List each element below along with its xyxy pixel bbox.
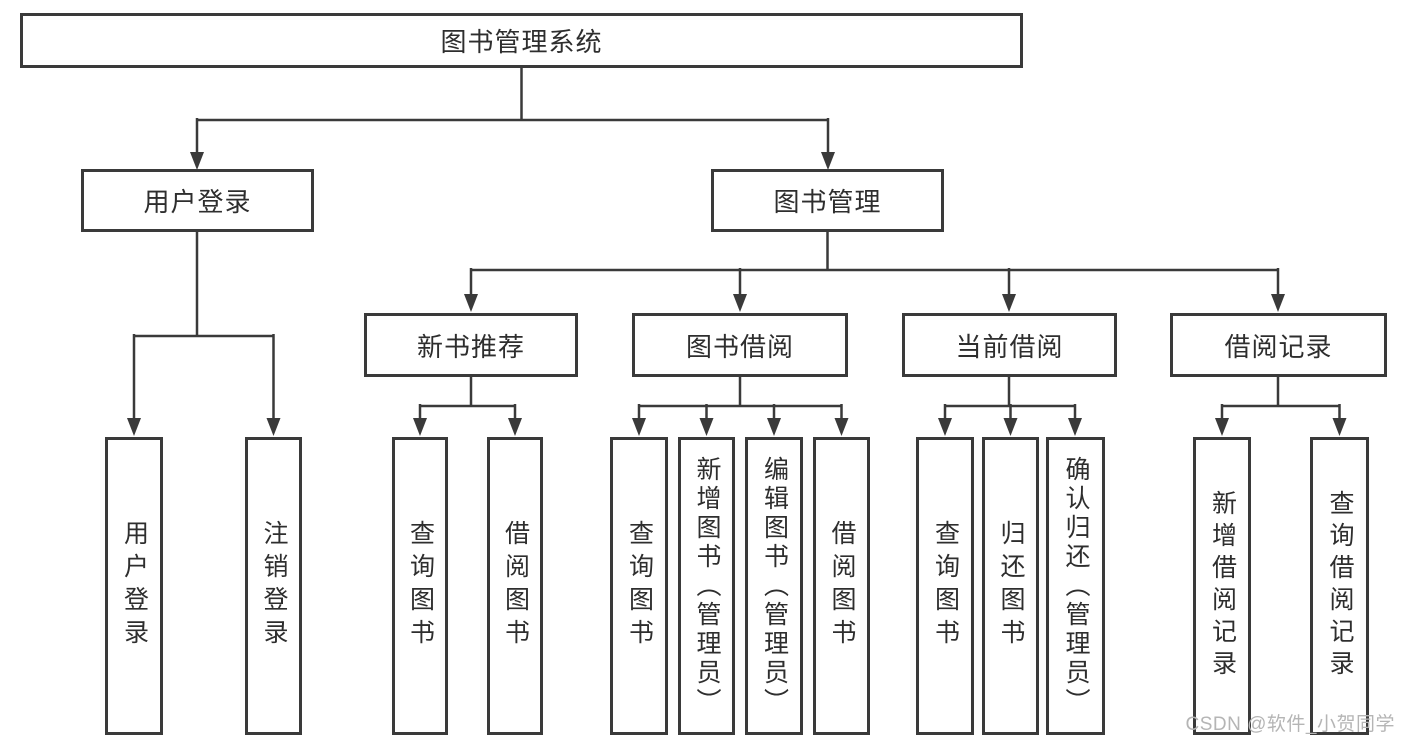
node-book-borrow: 图书借阅 [632, 313, 848, 377]
leaf-current-confirm-return-admin-label: 确认归还（管理员） [1062, 455, 1090, 717]
leaf-recommend-borrow-book-label: 借阅图书 [501, 520, 530, 652]
node-book-management-label: 图书管理 [773, 187, 882, 217]
node-user-login: 用户登录 [81, 169, 314, 232]
leaf-borrow-edit-book-admin: 编辑图书（管理员） [745, 437, 803, 735]
leaf-borrow-borrow-book-label: 借阅图书 [828, 520, 856, 652]
leaf-logout: 注销登录 [245, 437, 302, 735]
leaf-logout-label: 注销登录 [260, 520, 288, 652]
leaf-borrow-add-book-admin: 新增图书（管理员） [678, 437, 735, 735]
leaf-borrow-add-book-admin-label: 新增图书（管理员） [693, 455, 721, 717]
node-borrow-records: 借阅记录 [1170, 313, 1387, 377]
csdn-watermark: CSDN @软件_小贺同学 [1185, 714, 1395, 735]
leaf-records-add-record-label: 新增借阅记录 [1208, 490, 1237, 682]
node-book-borrow-label: 图书借阅 [685, 331, 794, 362]
leaf-recommend-borrow-book: 借阅图书 [487, 437, 543, 735]
leaf-records-add-record: 新增借阅记录 [1193, 437, 1251, 735]
leaf-current-query-book-label: 查询图书 [931, 520, 960, 652]
node-book-management: 图书管理 [711, 169, 944, 232]
leaf-user-login: 用户登录 [105, 437, 163, 735]
leaf-user-login-label: 用户登录 [120, 520, 149, 652]
leaf-borrow-borrow-book: 借阅图书 [813, 437, 870, 735]
leaf-recommend-query-book-label: 查询图书 [406, 520, 435, 652]
leaf-current-query-book: 查询图书 [916, 437, 974, 735]
node-root-label: 图书管理系统 [440, 27, 603, 57]
leaf-borrow-edit-book-admin-label: 编辑图书（管理员） [760, 455, 789, 717]
leaf-records-query-record-label: 查询借阅记录 [1326, 490, 1354, 682]
leaf-borrow-query-book-label: 查询图书 [625, 520, 654, 652]
leaf-current-return-book: 归还图书 [982, 437, 1039, 735]
leaf-current-confirm-return-admin: 确认归还（管理员） [1046, 437, 1105, 735]
node-borrow-records-label: 借阅记录 [1224, 331, 1333, 362]
node-root: 图书管理系统 [20, 13, 1023, 68]
leaf-recommend-query-book: 查询图书 [392, 437, 448, 735]
node-user-login-label: 用户登录 [143, 187, 252, 217]
node-current-borrow-label: 当前借阅 [955, 331, 1064, 362]
node-new-book-recommend-label: 新书推荐 [416, 331, 525, 362]
leaf-borrow-query-book: 查询图书 [610, 437, 668, 735]
node-new-book-recommend: 新书推荐 [364, 313, 578, 377]
node-current-borrow: 当前借阅 [902, 313, 1117, 377]
leaf-current-return-book-label: 归还图书 [997, 520, 1025, 652]
leaf-records-query-record: 查询借阅记录 [1310, 437, 1369, 735]
